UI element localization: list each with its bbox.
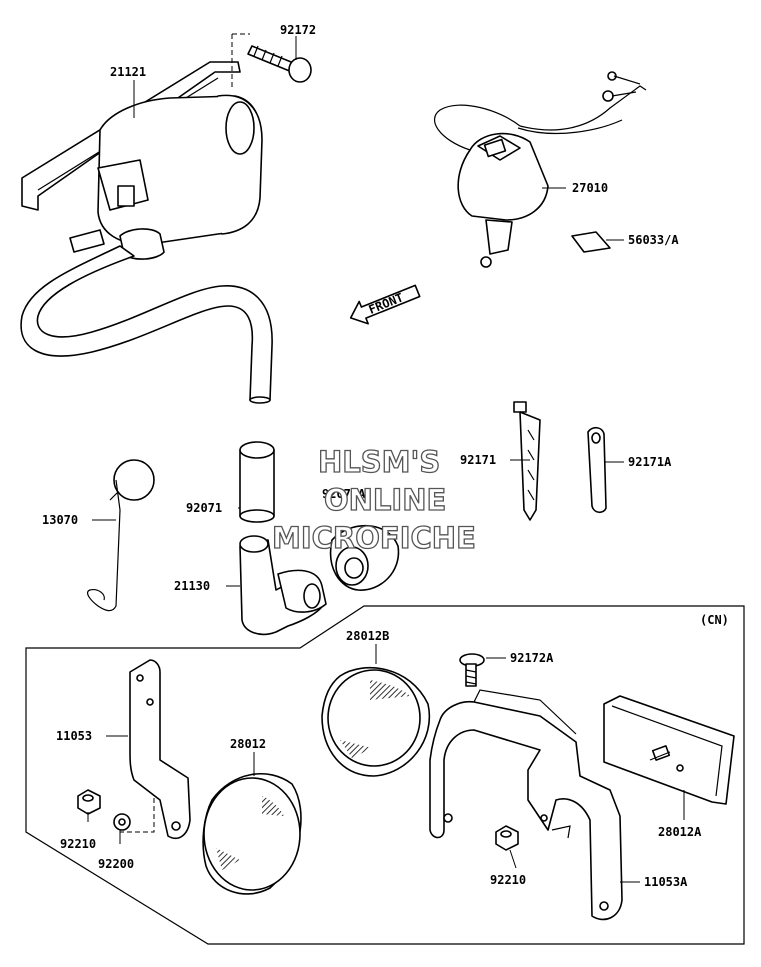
- reflector-28012[interactable]: [202, 772, 302, 895]
- leader-lines: [87, 36, 685, 883]
- label-decal[interactable]: [571, 231, 611, 253]
- plug-cap-cover-92071[interactable]: [239, 441, 275, 523]
- label-92200: 92200: [98, 857, 134, 871]
- ignition-coil[interactable]: [20, 61, 273, 404]
- bolt-92172[interactable]: [231, 33, 312, 88]
- kill-switch[interactable]: [434, 71, 647, 268]
- label-56033A: 56033/A: [628, 233, 679, 247]
- part-labels: 92172 21121 27010 56033/A 92171 92171A 1…: [42, 23, 729, 889]
- label-92171: 92171: [460, 453, 496, 467]
- label-92210-right: 92210: [490, 873, 526, 887]
- watermark: HLSM'S ONLINE MICROFICHE: [271, 444, 476, 555]
- label-92071A: 92071A: [322, 487, 366, 501]
- front-arrow: FRONT: [349, 284, 421, 325]
- plug-cap-seal-92071A[interactable]: [329, 524, 400, 591]
- watermark-line1: HLSM'S: [318, 445, 440, 479]
- label-92071: 92071: [186, 501, 222, 515]
- front-arrow-label: FRONT: [367, 290, 406, 317]
- screw-92172A[interactable]: [459, 653, 485, 687]
- label-21121: 21121: [110, 65, 146, 79]
- cn-region-frame: [25, 605, 745, 945]
- cable-tie-92171A[interactable]: [587, 426, 607, 514]
- label-11053A: 11053A: [644, 875, 688, 889]
- label-27010: 27010: [572, 181, 608, 195]
- label-13070: 13070: [42, 513, 78, 527]
- label-cn: (CN): [700, 613, 729, 627]
- nut-92210-right[interactable]: [495, 825, 519, 851]
- cable-tie-92171[interactable]: [513, 401, 541, 521]
- watermark-line2: ONLINE: [324, 483, 446, 517]
- label-28012: 28012: [230, 737, 266, 751]
- watermark-line3: MICROFICHE: [272, 521, 476, 555]
- label-92172A: 92172A: [510, 651, 554, 665]
- bracket-11053[interactable]: [120, 659, 191, 840]
- spark-plug-cap-21130[interactable]: [239, 535, 327, 636]
- label-92172: 92172: [280, 23, 316, 37]
- bracket-11053A[interactable]: [429, 689, 623, 921]
- label-21130: 21130: [174, 579, 210, 593]
- reflector-28012A[interactable]: [603, 695, 735, 805]
- label-28012A: 28012A: [658, 825, 702, 839]
- nut-92210-left[interactable]: [77, 789, 101, 815]
- label-28012B: 28012B: [346, 629, 389, 643]
- wire-clip-13070[interactable]: [86, 459, 155, 612]
- reflector-28012B[interactable]: [321, 666, 431, 777]
- washer-92200[interactable]: [113, 813, 131, 831]
- label-92210-left: 92210: [60, 837, 96, 851]
- label-11053: 11053: [56, 729, 92, 743]
- label-92171A: 92171A: [628, 455, 672, 469]
